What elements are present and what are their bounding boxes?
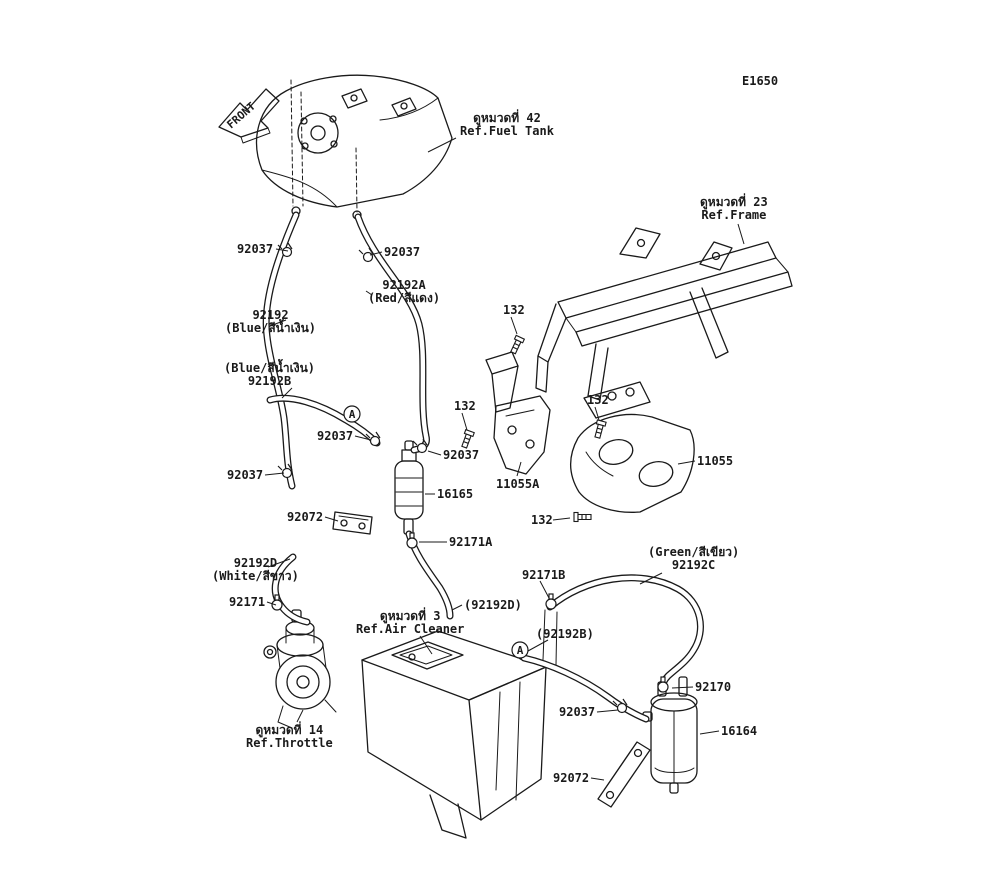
- hose-92192c-green: [546, 574, 704, 693]
- fuel-tank-outline: [255, 74, 453, 220]
- leader-ref-fuel-tank: [427, 137, 457, 153]
- clamp-92037-4: [412, 438, 428, 454]
- hose-92192d-white-left: [271, 553, 311, 626]
- clamp-92037-6: [612, 698, 628, 714]
- leader-92192b-ref: [527, 639, 549, 652]
- leader-132-3: [594, 406, 600, 421]
- throttle-body-outline: [263, 609, 337, 729]
- callout-markers: AA: [343, 405, 529, 659]
- bolt-132-1: [510, 334, 526, 355]
- clamp-92037-1: [277, 242, 293, 258]
- front-arrow: FRONT: [218, 88, 280, 144]
- leader-92192: [269, 319, 287, 327]
- canister-16164: [642, 676, 698, 794]
- leader-92037-5: [264, 472, 285, 476]
- air-cleaner-outline: [361, 609, 558, 839]
- leader-92037-3: [354, 435, 372, 441]
- leader-11055a: [516, 461, 522, 477]
- bracket-11055: [569, 413, 695, 513]
- frame-outline: [485, 227, 793, 419]
- hose-92192b-lower: [520, 654, 650, 723]
- bolt-132-2: [461, 428, 475, 449]
- bracket-11055a: [493, 395, 551, 475]
- bolt-132-3: [594, 419, 607, 439]
- clamp-92170: [657, 676, 669, 693]
- hose-92192d-white-right: [405, 530, 454, 620]
- leader-92072-bottom: [590, 777, 605, 781]
- leader-92192c: [639, 572, 663, 585]
- leader-92192d-ref: [451, 604, 463, 611]
- clamp-92171: [271, 594, 283, 611]
- leader-92037-4: [427, 450, 442, 456]
- page-code: E1650: [742, 74, 779, 88]
- leader-132-2: [461, 412, 468, 431]
- clamp-92037-3: [365, 431, 381, 447]
- leader-ref-frame: [737, 223, 745, 245]
- bracket-92072-top: [332, 511, 373, 535]
- clamp-92171b: [545, 593, 557, 610]
- leader-ref-throttle: [296, 709, 304, 723]
- leader-16164: [699, 730, 720, 735]
- leader-132-4: [552, 517, 571, 521]
- leader-92170: [671, 686, 694, 689]
- leader-ref-air-cleaner: [419, 635, 433, 655]
- hose-92192-blue: [262, 211, 300, 490]
- bolt-132-4: [573, 511, 592, 523]
- leader-92037-2: [369, 251, 383, 256]
- leader-11055: [677, 460, 696, 465]
- leader-92192a: [365, 290, 373, 296]
- leader-92171: [266, 601, 277, 606]
- circled-a-marker-2: A: [511, 641, 529, 659]
- leader-92037-1: [275, 248, 289, 252]
- circled-a-marker-1: A: [343, 405, 361, 423]
- svg-text:A: A: [517, 644, 524, 657]
- leader-92192b: [281, 387, 293, 399]
- clamp-92171a: [406, 532, 418, 549]
- svg-text:A: A: [349, 408, 356, 421]
- bracket-92072-bottom: [597, 741, 651, 808]
- leader-92037-6: [596, 709, 619, 713]
- leader-132-1: [510, 316, 518, 335]
- leader-92192d: [267, 558, 291, 568]
- leader-lines: [264, 137, 745, 781]
- leader-92072-top: [324, 516, 339, 522]
- fuel-filter-16165: [394, 440, 424, 535]
- leader-92171b: [539, 580, 550, 599]
